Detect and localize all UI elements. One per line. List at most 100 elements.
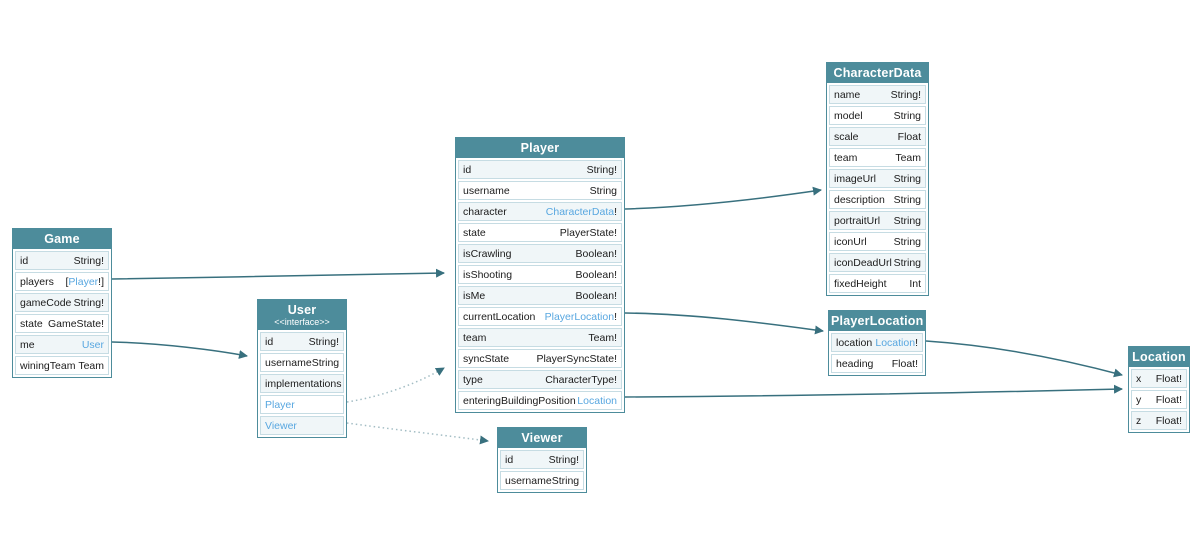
field-name: name xyxy=(834,88,861,101)
type-ref-link[interactable]: PlayerLocation xyxy=(544,310,615,323)
type-text: String xyxy=(589,184,617,197)
type-header-location[interactable]: Location xyxy=(1129,347,1189,367)
field-name: username xyxy=(265,356,312,369)
type-text: String xyxy=(893,109,921,122)
type-header-playerlocation[interactable]: PlayerLocation xyxy=(829,311,925,331)
field-type: Boolean! xyxy=(576,269,617,281)
implementation-link[interactable]: Viewer xyxy=(265,419,297,432)
edge-game-players-to-player xyxy=(111,268,445,280)
type-text: String xyxy=(551,474,580,487)
field-row-user-Player[interactable]: Player xyxy=(260,395,344,414)
type-title: Viewer xyxy=(521,431,563,445)
type-ref-link[interactable]: Location xyxy=(577,394,617,407)
type-header-player[interactable]: Player xyxy=(456,138,624,158)
field-type: String xyxy=(590,185,617,197)
type-ref-link[interactable]: User xyxy=(81,338,104,351)
field-name: heading xyxy=(836,357,874,370)
field-row-player-isShooting[interactable]: isShooting Boolean! xyxy=(458,265,622,284)
field-name: x xyxy=(1136,372,1142,385)
edge-game-me-to-user xyxy=(111,341,248,359)
field-name: syncState xyxy=(463,352,510,365)
field-row-characterdata-model[interactable]: model String xyxy=(829,106,926,125)
field-row-user-Viewer[interactable]: Viewer xyxy=(260,416,344,435)
type-ref-link[interactable]: Location xyxy=(875,336,916,349)
field-type: String! xyxy=(309,336,339,348)
field-type: String! xyxy=(587,164,617,176)
field-type: Float xyxy=(898,131,921,143)
field-row-game-players[interactable]: players[Player!] xyxy=(15,272,109,291)
field-type: Boolean! xyxy=(576,290,617,302)
field-name: isShooting xyxy=(463,268,513,281)
type-header-user[interactable]: User<<interface>> xyxy=(258,300,346,330)
field-name: gameCode xyxy=(20,296,72,309)
field-type: Float! xyxy=(1156,394,1182,406)
field-name: enteringBuildingPosition xyxy=(463,394,576,407)
type-ref-link[interactable]: CharacterData xyxy=(545,205,615,218)
type-text: String! xyxy=(586,163,617,176)
type-header-characterdata[interactable]: CharacterData xyxy=(827,63,928,83)
type-ref-link[interactable]: Player xyxy=(68,275,99,288)
field-type: Team xyxy=(895,152,921,164)
field-row-user-implementations[interactable]: implementations xyxy=(260,374,344,393)
field-name: iconDeadUrl xyxy=(834,256,892,269)
field-type: Team! xyxy=(588,332,617,344)
field-name: team xyxy=(834,151,858,164)
field-name: id xyxy=(20,254,29,267)
type-text: ! xyxy=(614,205,617,218)
type-text: Float xyxy=(897,130,921,143)
field-name: type xyxy=(463,373,483,386)
type-header-game[interactable]: Game xyxy=(13,229,111,249)
field-name: model xyxy=(834,109,863,122)
type-header-viewer[interactable]: Viewer xyxy=(498,428,586,448)
type-text: Team xyxy=(895,151,921,164)
type-text: Boolean! xyxy=(575,289,617,302)
implementation-link[interactable]: Player xyxy=(265,398,295,411)
field-type: Location! xyxy=(875,337,918,349)
type-text: Int xyxy=(909,277,921,290)
field-type: PlayerState! xyxy=(560,227,617,239)
type-text: Boolean! xyxy=(575,247,617,260)
field-row-characterdata-team[interactable]: team Team xyxy=(829,148,926,167)
edge-user-impl-player-to-player xyxy=(346,367,445,403)
